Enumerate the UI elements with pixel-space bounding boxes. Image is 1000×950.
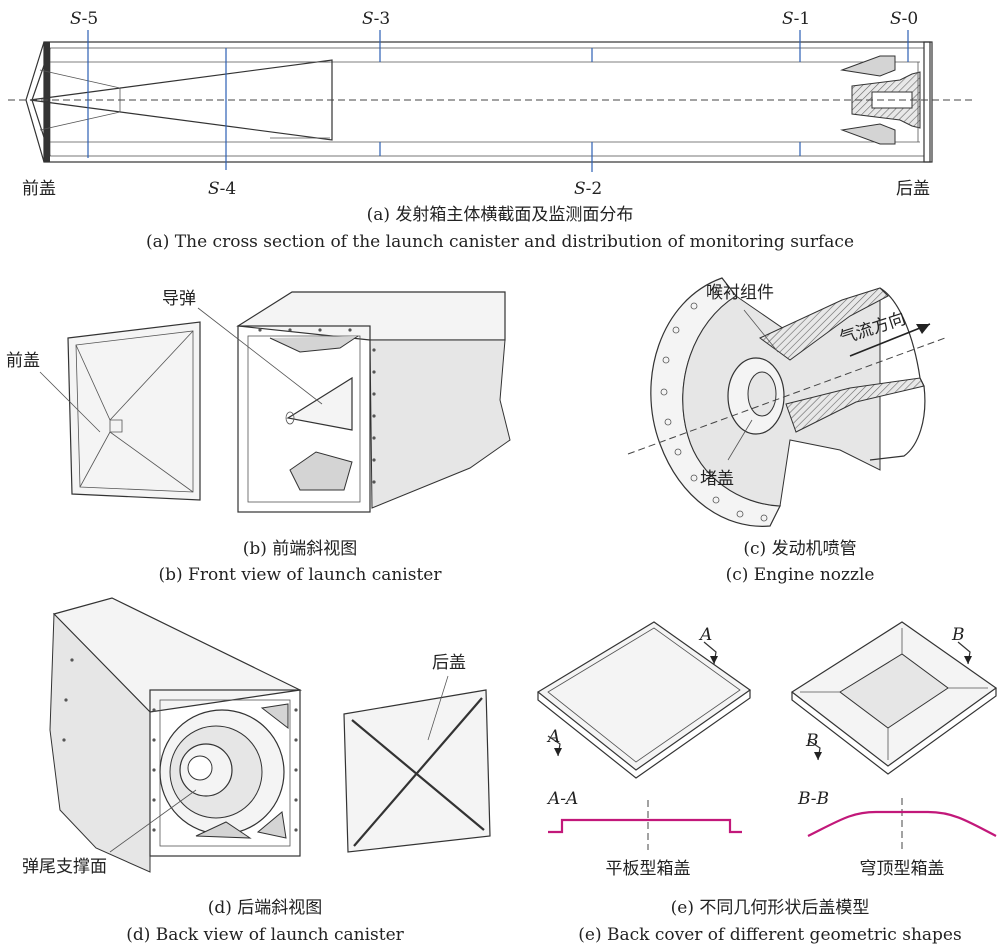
panel-e-back-covers: A A A-A 平板型箱盖 B B B-B 穹顶型箱盖 (e) 不同几何形状后盖… [536, 621, 998, 945]
flange-bolt-holes [660, 286, 768, 522]
section-label-s1: S-1 [782, 9, 810, 29]
flat-cover-shape [536, 621, 752, 771]
section-a-arrow-bottom-head [554, 748, 562, 756]
front-cover-label-a: 前盖 [22, 179, 56, 199]
front-cover-label-b: 前盖 [6, 351, 40, 371]
canister-back-frame [149, 689, 301, 857]
airflow-arrow-line [849, 323, 931, 357]
tail-support-label: 弹尾支撑面 [22, 857, 107, 877]
section-label-s3: S-3 [362, 9, 390, 29]
section-a-mark-bottom: A [546, 727, 560, 747]
caption-a-en: (a) The cross section of the launch cani… [146, 232, 854, 252]
missile-nose-b [286, 376, 353, 431]
flat-cover-inner [547, 627, 741, 763]
front-fins-top [269, 335, 359, 353]
nozzle-exit-cone [869, 287, 926, 461]
plug-label: 堵盖 [700, 469, 734, 489]
back-frame-rivets [62, 658, 298, 832]
dome-profile-line [807, 810, 997, 837]
section-b-title: B-B [797, 789, 829, 809]
section-b-arrow-bottom-head [814, 752, 822, 760]
dome-cover-slopes [800, 628, 988, 760]
front-fins-bottom [289, 451, 353, 491]
panel-b-front-view: 前盖 导弹 (b) 前端斜视图 (b) Front view of launch… [6, 289, 511, 585]
front-cover-ribs [75, 330, 194, 493]
front-frame-rivets [258, 328, 376, 484]
dome-cover-edge [791, 688, 997, 775]
caption-d-cn: (d) 后端斜视图 [208, 898, 323, 918]
section-b-mark-top: B [951, 625, 965, 645]
airflow-arrow-head [916, 324, 930, 334]
leader-throat-liner [743, 309, 779, 353]
canister-side-face [369, 339, 511, 509]
section-a-arrow-top-head [710, 656, 718, 664]
section-a-mark-top: A [698, 625, 712, 645]
section-b-arrow-top-head [964, 656, 972, 664]
caption-b-en: (b) Front view of launch canister [158, 565, 442, 585]
back-cover-shape [923, 41, 933, 163]
section-label-s4: S-4 [208, 179, 236, 199]
missile-label-b: 导弹 [162, 289, 196, 309]
caption-a-cn: (a) 发射箱主体横截面及监测面分布 [367, 205, 634, 225]
caption-c-cn: (c) 发动机喷管 [743, 539, 856, 559]
nozzle-lower [840, 123, 896, 145]
caption-b-cn: (b) 前端斜视图 [243, 539, 358, 559]
back-cover-label-a: 后盖 [896, 179, 930, 199]
caption-e-en: (e) Back cover of different geometric sh… [578, 925, 961, 945]
missile-tip-b [285, 411, 295, 425]
back-fins [195, 703, 289, 839]
throat-liner-label: 喉衬组件 [706, 283, 774, 303]
canister-front-opening [247, 335, 361, 503]
panel-c-engine-nozzle: 喉衬组件 气流方向 堵盖 (c) 发动机喷管 (c) Engine nozzle [627, 277, 946, 585]
canister-front-frame [237, 325, 371, 513]
section-label-s5: S-5 [70, 9, 98, 29]
canister-inner-wall [49, 47, 925, 157]
back-cover-diagonals [351, 697, 485, 847]
flat-profile-line [548, 818, 742, 834]
section-b-mark-bottom: B [805, 731, 819, 751]
section-label-s0: S-0 [890, 9, 918, 29]
nozzle-plug-inner [747, 371, 777, 417]
leader-back-cover-d [427, 675, 449, 741]
nozzle-axis [627, 337, 946, 455]
leader-missile-b [197, 307, 323, 405]
section-a-title: A-A [546, 789, 578, 809]
panel-d-back-view: 后盖 弹尾支撑面 (d) 后端斜视图 (d) Back view of laun… [22, 597, 491, 945]
flat-cover-label: 平板型箱盖 [606, 859, 691, 879]
nozzle-upper [840, 55, 896, 77]
missile-support-top [39, 69, 121, 131]
panel-a-cross-section: S-5 S-3 S-1 S-0 S-4 S-2 前盖 后盖 (a) 发射箱主体横… [8, 9, 975, 252]
canister-top-face [236, 291, 506, 341]
dome-cover-label: 穹顶型箱盖 [860, 859, 945, 879]
caption-e-cn: (e) 不同几何形状后盖模型 [671, 898, 870, 918]
leader-front-cover-b [39, 371, 101, 433]
caption-d-en: (d) Back view of launch canister [126, 925, 404, 945]
canister-outer-wall [43, 41, 931, 163]
tail-support-hole [187, 755, 213, 781]
caption-c-en: (c) Engine nozzle [726, 565, 875, 585]
nozzle-upper-section [759, 287, 889, 361]
leader-plug [727, 419, 753, 461]
front-cover-plate [67, 321, 201, 501]
section-label-s2: S-2 [574, 179, 602, 199]
leader-tail-support [109, 789, 197, 853]
back-cover-label-d: 后盖 [432, 653, 466, 673]
flat-cover-edge [537, 690, 751, 779]
